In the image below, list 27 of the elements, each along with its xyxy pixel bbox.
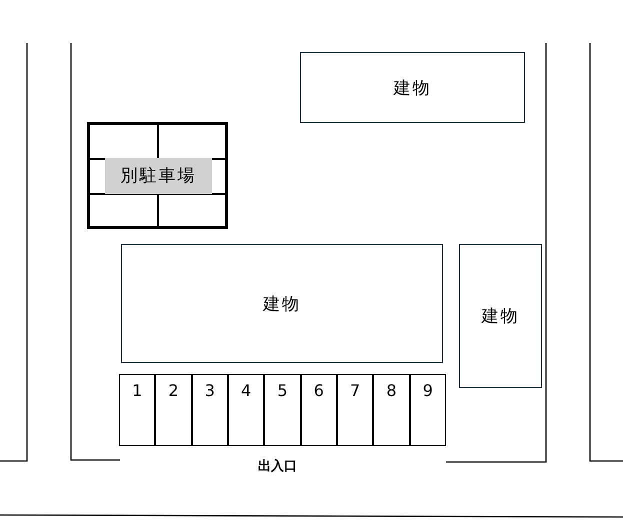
space-number: 6	[314, 381, 324, 400]
space-number: 9	[422, 381, 433, 400]
building-box	[121, 244, 443, 363]
space-number: 4	[241, 381, 252, 400]
parking-space	[410, 374, 446, 446]
space-number: 7	[350, 381, 360, 400]
parking-space	[264, 374, 301, 446]
building-label: 建物	[263, 293, 301, 315]
space-number: 2	[168, 381, 179, 400]
parking-space	[373, 374, 410, 446]
parking-space	[228, 374, 264, 446]
parking-space	[300, 374, 337, 446]
space-number: 3	[204, 381, 215, 400]
building-box	[300, 52, 525, 123]
parking-lot-grid	[87, 122, 228, 229]
parking-space	[119, 374, 156, 446]
parking-space	[336, 374, 374, 446]
building-label: 建物	[394, 77, 432, 99]
building-box	[459, 244, 542, 388]
parking-lot-label: 別駐車場	[105, 158, 212, 194]
building-label: 建物	[482, 306, 520, 328]
space-number: 8	[386, 381, 397, 400]
parking-space	[155, 374, 192, 446]
parking-space	[192, 374, 228, 446]
space-number: 1	[132, 381, 142, 400]
space-number: 5	[277, 381, 288, 400]
entrance-label: 出入口	[258, 458, 297, 475]
